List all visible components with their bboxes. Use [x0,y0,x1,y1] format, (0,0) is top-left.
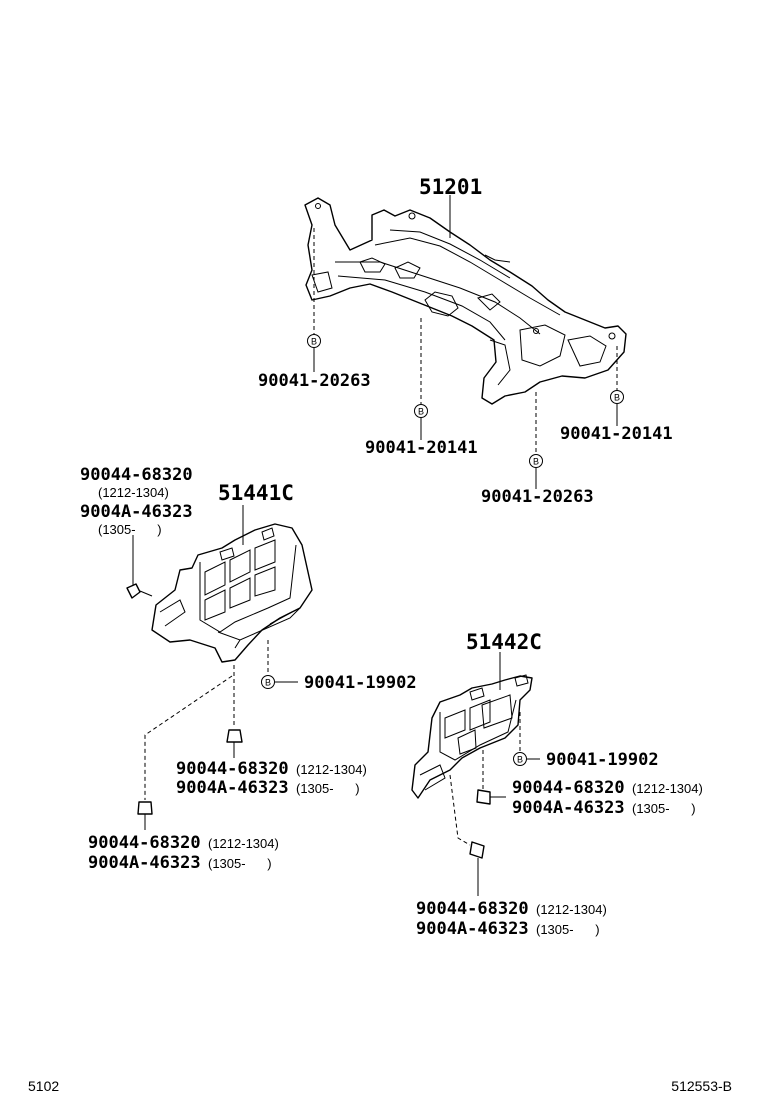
bolt-right-low [469,841,485,896]
callout-left-mid-a: 90044-68320 [176,759,289,779]
crossmember-drawing [304,197,627,405]
callout-right-clip: 90041-19902 [546,750,659,770]
callout-c4: 90041-20263 [481,487,594,507]
bubble-b-4: B [610,390,624,404]
bubble-b-2: B [414,404,428,418]
callout-left-bolt-a: 90044-68320 [80,465,193,485]
callout-left-mid-b: 9004A-46323 [176,778,289,798]
footer-illustration-code: 512553-B [671,1078,732,1094]
bolt-left-side [126,583,153,599]
callout-c3: 90041-20141 [560,424,673,444]
callout-left-bolt-b-range: (1305- ) [98,522,162,537]
svg-text:B: B [311,337,317,347]
part-number-51201: 51201 [419,175,482,199]
cover-left-drawing [151,523,313,663]
callout-right-mid-b-range: (1305- ) [632,801,696,816]
callout-left-mid-a-range: (1212-1304) [296,762,367,777]
callout-left-low-b: 9004A-46323 [88,853,201,873]
callout-c2: 90041-20141 [365,438,478,458]
callout-left-low-a-range: (1212-1304) [208,836,279,851]
callout-right-mid-b: 9004A-46323 [512,798,625,818]
callout-right-low-b-range: (1305- ) [536,922,600,937]
callout-left-bolt-a-range: (1212-1304) [98,485,169,500]
callout-left-clip: 90041-19902 [304,673,417,693]
bolt-left-mid [226,729,243,758]
callout-right-low-a-range: (1212-1304) [536,902,607,917]
callout-right-mid-a: 90044-68320 [512,778,625,798]
callout-left-low-a: 90044-68320 [88,833,201,853]
bubble-b-left-clip: B [261,675,275,689]
callout-right-mid-a-range: (1212-1304) [632,781,703,796]
bubble-b-1: B [307,334,321,348]
callout-left-mid-b-range: (1305- ) [296,781,360,796]
callout-right-low-a: 90044-68320 [416,899,529,919]
footer-page-code: 5102 [28,1078,59,1094]
bolt-left-low [137,801,153,830]
callout-left-low-b-range: (1305- ) [208,856,272,871]
part-number-51442c: 51442C [466,630,542,654]
svg-text:B: B [418,407,424,417]
cover-right-drawing [411,674,533,799]
callout-right-low-b: 9004A-46323 [416,919,529,939]
bolt-right-mid [476,789,506,805]
callout-c1: 90041-20263 [258,371,371,391]
bubble-b-right-clip: B [513,752,527,766]
part-number-51441c: 51441C [218,481,294,505]
svg-text:B: B [517,755,523,765]
bubble-b-3: B [529,454,543,468]
svg-text:B: B [614,393,620,403]
svg-text:B: B [533,457,539,467]
callout-left-bolt-b: 9004A-46323 [80,502,193,522]
svg-text:B: B [265,678,271,688]
